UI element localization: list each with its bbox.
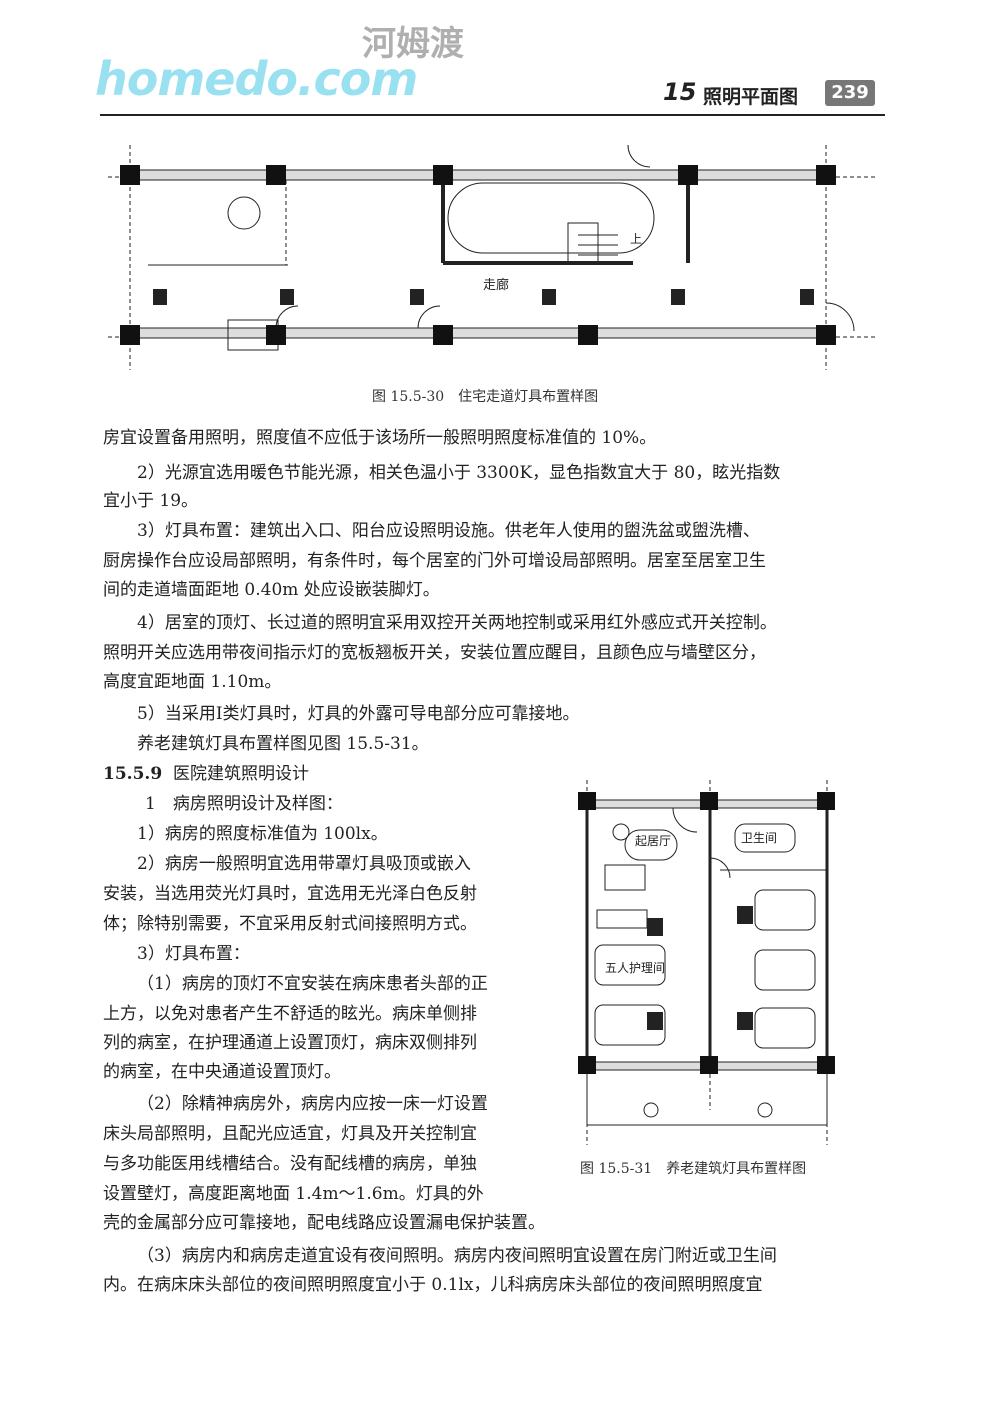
- watermark-logo-cn: 河姆渡: [362, 24, 464, 64]
- paragraph: 5）当采用Ⅰ类灯具时，灯具的外露可导电部分应可靠接地。: [137, 704, 580, 724]
- paragraph: 体；除特别需要，不宜采用反射式间接照明方式。: [103, 914, 477, 934]
- paragraph: 床头局部照明，且配光应适宜，灯具及开关控制宜: [103, 1124, 477, 1144]
- section-title: 医院建筑照明设计: [172, 764, 309, 784]
- section-heading: 15.5.9 医院建筑照明设计: [103, 758, 309, 790]
- paragraph: 列的病室，在护理通道上设置顶灯，病床双侧排列: [103, 1033, 477, 1053]
- paragraph: 3）灯具布置：: [137, 944, 250, 964]
- paragraph: 上方，以免对患者产生不舒适的眩光。病床单侧排: [103, 1004, 477, 1024]
- paragraph: 安装，当选用荧光灯具时，宜选用无光泽白色反射: [103, 884, 477, 904]
- chapter-title: 照明平面图: [703, 86, 799, 108]
- paragraph: 高度宜距地面 1.10m。: [103, 672, 282, 692]
- paragraph: 养老建筑灯具布置样图见图 15.5-31。: [137, 734, 429, 754]
- watermark-logo: homedo.com: [95, 52, 418, 106]
- paragraph: 房宜设置备用照明，照度值不应低于该场所一般照明照度标准值的 10%。: [103, 428, 657, 448]
- paragraph: 1）病房的照度标准值为 100lx。: [137, 824, 388, 844]
- figure-caption-15-5-31: 图 15.5-31 养老建筑灯具布置样图: [580, 1161, 807, 1177]
- paragraph: 2）光源宜选用暖色节能光源，相关色温小于 3300K，显色指数宜大于 80，眩光…: [137, 463, 781, 483]
- paragraph: 照明开关应选用带夜间指示灯的宽板翘板开关，安装位置应醒目，且颜色应与墙壁区分，: [103, 643, 766, 663]
- paragraph: （2）除精神病房外，病房内应按一床一灯设置: [137, 1094, 488, 1114]
- paragraph: （3）病房内和病房走道宜设有夜间照明。病房内夜间照明宜设置在房门附近或卫生间: [137, 1246, 777, 1266]
- paragraph: 设置壁灯，高度距离地面 1.4m～1.6m。灯具的外: [103, 1184, 484, 1204]
- corridor-floor-plan: 走廊 上: [108, 145, 878, 370]
- living-room-label: 起居厅: [635, 834, 671, 848]
- page-number: 239: [825, 80, 875, 106]
- care-room-label: 五人护理间: [605, 961, 665, 975]
- corridor-label: 走廊: [483, 277, 509, 293]
- header-rule: [100, 114, 885, 116]
- bathroom-label: 卫生间: [741, 831, 777, 845]
- paragraph: （1）病房的顶灯不宜安装在病床患者头部的正: [137, 974, 488, 994]
- paragraph: 间的走道墙面距地 0.40m 处应设嵌装脚灯。: [103, 580, 440, 600]
- paragraph: 厨房操作台应设局部照明，有条件时，每个居室的门外可增设局部照明。居室至居室卫生: [103, 551, 766, 571]
- figure-caption-15-5-30: 图 15.5-30 住宅走道灯具布置样图: [372, 389, 599, 405]
- paragraph: 壳的金属部分应可靠接地，配电线路应设置漏电保护装置。: [103, 1213, 545, 1233]
- paragraph: 3）灯具布置：建筑出入口、阳台应设照明设施。供老年人使用的盥洗盆或盥洗槽、: [137, 521, 760, 541]
- chapter-number: 15: [663, 78, 697, 106]
- elderly-care-floor-plan: 起居厅 卫生间 五人护理间: [578, 780, 835, 1145]
- paragraph: 2）病房一般照明宜选用带罩灯具吸顶或嵌入: [137, 854, 471, 874]
- paragraph: 内。在病床床头部位的夜间照明照度宜小于 0.1lx，儿科病房床头部位的夜间照明照…: [103, 1275, 763, 1295]
- paragraph: 的病室，在中央通道设置顶灯。: [103, 1062, 341, 1082]
- paragraph: 宜小于 19。: [103, 491, 199, 511]
- page-header: 15 照明平面图 239: [663, 76, 883, 110]
- paragraph: 与多功能医用线槽结合。没有配线槽的病房，单独: [103, 1154, 477, 1174]
- section-number: 15.5.9: [103, 764, 163, 784]
- paragraph: 1 病房照明设计及样图：: [145, 794, 343, 814]
- stair-up-label: 上: [630, 232, 642, 246]
- paragraph: 4）居室的顶灯、长过道的照明宜采用双控开关两地控制或采用红外感应式开关控制。: [137, 613, 777, 633]
